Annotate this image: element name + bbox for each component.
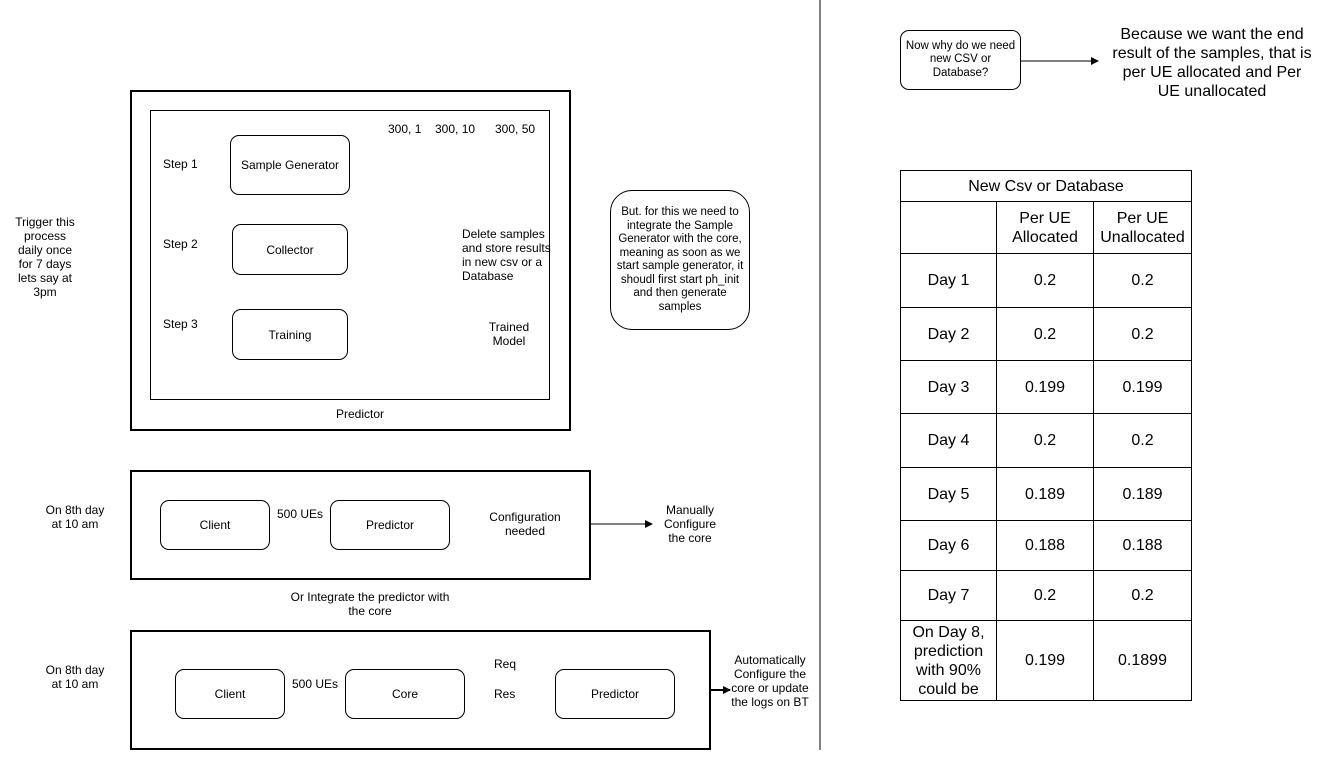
sample-generator-label: Sample Generator xyxy=(240,158,340,172)
row-day: Day 5 xyxy=(900,467,997,521)
trained-model-label: Trained Model xyxy=(488,320,530,348)
row-day: Day 2 xyxy=(900,307,997,361)
table-row: Day 6 0.188 0.188 xyxy=(900,520,1193,571)
row-unallocated: 0.199 xyxy=(1092,360,1193,414)
row-unallocated: 0.189 xyxy=(1092,467,1193,521)
row-unallocated: 0.2 xyxy=(1092,253,1193,308)
res-label: Res xyxy=(494,687,516,701)
flow1-time-note: On 8th day at 10 am xyxy=(45,503,105,531)
flow2-predictor-label: Predictor xyxy=(590,687,640,701)
collector-label: Collector xyxy=(266,242,314,257)
predictor-inner-frame xyxy=(150,110,550,400)
sample-generator-node[interactable]: Sample Generator xyxy=(230,135,350,195)
sample-label-3: 300, 50 xyxy=(495,122,536,136)
row-day: Day 4 xyxy=(900,413,997,468)
table-row: Day 1 0.2 0.2 xyxy=(900,253,1193,308)
collector-node[interactable]: Collector xyxy=(232,224,348,275)
question-box: Now why do we need new CSV or Database? xyxy=(900,30,1021,90)
row-unallocated: 0.2 xyxy=(1092,413,1193,468)
table-row: Day 3 0.199 0.199 xyxy=(900,360,1193,414)
row-allocated: 0.2 xyxy=(996,307,1094,361)
row-allocated: 0.2 xyxy=(996,413,1094,468)
integration-note: But. for this we need to integrate the S… xyxy=(610,190,750,330)
row-allocated: 0.2 xyxy=(996,570,1094,621)
flow1-ues-label: 500 UEs xyxy=(277,507,324,521)
flow1-manual-note: Manually Configure the core xyxy=(663,503,717,545)
row-allocated: 0.188 xyxy=(996,520,1094,571)
row-day: On Day 8, prediction with 90% could be xyxy=(900,620,997,701)
predictor-outer-frame xyxy=(130,90,571,431)
row-day: Day 6 xyxy=(900,520,997,571)
step2-label: Step 2 xyxy=(163,237,198,251)
table-title: New Csv or Database xyxy=(899,170,1193,202)
table-row: Day 5 0.189 0.189 xyxy=(900,467,1193,521)
row-day: Day 1 xyxy=(900,253,997,308)
row-unallocated: 0.2 xyxy=(1092,570,1193,621)
predictor-frame-label: Predictor xyxy=(335,407,385,421)
row-allocated: 0.199 xyxy=(996,360,1094,414)
row-unallocated: 0.1899 xyxy=(1092,620,1193,701)
table-row: Day 4 0.2 0.2 xyxy=(900,413,1193,468)
delete-note: Delete samples and store results in new … xyxy=(462,227,551,283)
flow2-time-note: On 8th day at 10 am xyxy=(45,663,105,691)
row-unallocated: 0.188 xyxy=(1092,520,1193,571)
sample-label-2: 300, 10 xyxy=(435,122,476,136)
row-allocated: 0.189 xyxy=(996,467,1094,521)
flow1-client-label: Client xyxy=(199,518,231,532)
results-table: New Csv or Database Per UE Allocated Per… xyxy=(899,170,1193,701)
training-label: Training xyxy=(268,327,312,342)
core-label: Core xyxy=(391,687,418,701)
table-row: Day 7 0.2 0.2 xyxy=(900,570,1193,621)
row-day: Day 7 xyxy=(900,570,997,621)
flow2-auto-note: Automatically Configure the core or upda… xyxy=(731,653,809,709)
flow2-client-node[interactable]: Client xyxy=(175,669,285,719)
row-allocated: 0.199 xyxy=(996,620,1094,701)
flow1-config-needed: Configuration needed xyxy=(489,510,561,538)
step3-label: Step 3 xyxy=(163,317,198,331)
step1-label: Step 1 xyxy=(163,157,198,171)
table-row: On Day 8, prediction with 90% could be 0… xyxy=(900,620,1193,701)
row-unallocated: 0.2 xyxy=(1092,307,1193,361)
row-day: Day 3 xyxy=(900,360,997,414)
flow1-predictor-node[interactable]: Predictor xyxy=(330,500,450,550)
core-node[interactable]: Core xyxy=(345,669,465,719)
table-row: Day 2 0.2 0.2 xyxy=(900,307,1193,361)
flow1-client-node[interactable]: Client xyxy=(160,500,270,550)
table-header-unallocated: Per UE Unallocated xyxy=(1092,201,1193,254)
row-allocated: 0.2 xyxy=(996,253,1094,308)
flow1-predictor-label: Predictor xyxy=(365,518,415,532)
flow2-predictor-node[interactable]: Predictor xyxy=(555,669,675,719)
answer-note: Because we want the end result of the sa… xyxy=(1112,26,1312,100)
flow2-client-label: Client xyxy=(214,687,246,701)
table-header-allocated: Per UE Allocated xyxy=(996,201,1094,254)
or-note: Or Integrate the predictor with the core xyxy=(290,590,450,618)
flow2-ues-label: 500 UEs xyxy=(292,677,339,691)
sample-label-1: 300, 1 xyxy=(388,122,422,136)
trigger-note: Trigger this process daily once for 7 da… xyxy=(15,215,75,299)
table-header-blank xyxy=(900,201,997,254)
training-node[interactable]: Training xyxy=(232,309,348,360)
req-label: Req xyxy=(494,657,517,671)
